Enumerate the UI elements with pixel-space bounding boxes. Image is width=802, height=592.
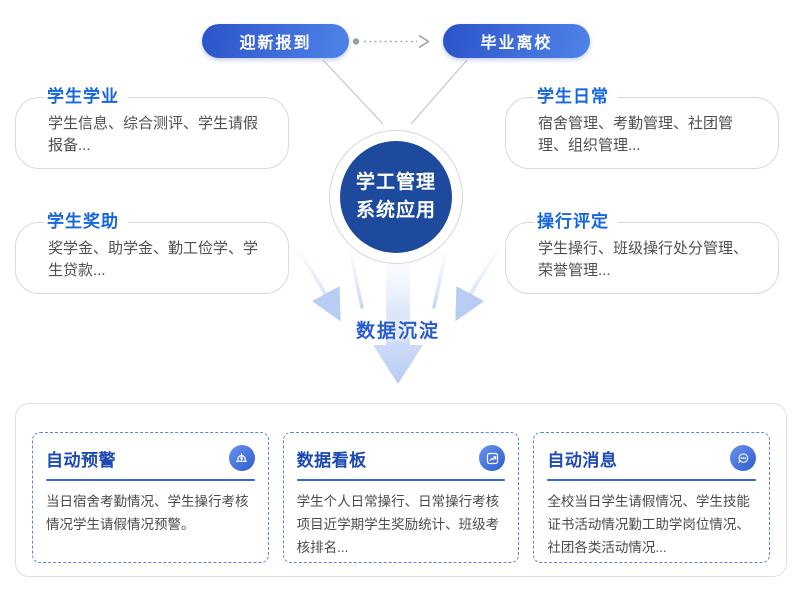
card-data-dashboard: 数据看板 学生个人日常操行、日常操行考核项目近学期学生奖励统计、班级考核排名..…: [282, 432, 520, 563]
data-sedimentation-label: 数据沉淀: [355, 321, 440, 342]
module-conduct-evaluation: 操行评定 学生操行、班级操行处分管理、荣誉管理...: [505, 212, 779, 294]
graduation-pill-label: 毕业离校: [480, 35, 553, 52]
center-system-circle: 学工管理 系统应用: [340, 141, 452, 253]
module-student-aid: 学生奖助 奖学金、助学金、勤工俭学、学生贷款...: [15, 212, 289, 294]
center-title-line2: 系统应用: [355, 200, 436, 221]
output-panel: 自动预警 当日宿舍考勤情况、学生操行考核情况学生请假情况预警。 数据看板: [15, 403, 787, 577]
card-desc: 学生个人日常操行、日常操行考核项目近学期学生奖励统计、班级考核排名...: [296, 494, 500, 556]
card-title: 数据看板: [296, 450, 367, 470]
module-title: 学生学业: [44, 87, 128, 107]
funnel-arc-left-inner: [349, 253, 364, 309]
message-icon: [730, 445, 757, 471]
module-title: 学生奖助: [44, 212, 128, 232]
graduation-pill-button[interactable]: 毕业离校: [443, 24, 590, 58]
funnel-arc-right-outer: [455, 247, 501, 322]
card-title: 自动消息: [547, 450, 618, 470]
funnel-arc-left-outer: [295, 247, 341, 322]
card-auto-alert: 自动预警 当日宿舍考勤情况、学生操行考核情况学生请假情况预警。: [32, 432, 269, 563]
module-title: 操行评定: [534, 212, 618, 232]
module-desc: 宿舍管理、考勤管理、社团管理、组织管理...: [538, 115, 734, 154]
dotted-arrow-icon: [352, 34, 430, 49]
funnel-arc-right-inner: [432, 253, 447, 309]
alarm-icon: [228, 445, 255, 471]
card-divider: [547, 479, 757, 481]
card-desc: 全校当日学生请假情况、学生技能证书活动情况勤工助学岗位情况、社团各类活动情况..…: [547, 494, 750, 556]
center-title-line1: 学工管理: [355, 172, 436, 193]
enrollment-pill-label: 迎新报到: [239, 35, 312, 52]
card-title: 自动预警: [46, 450, 116, 470]
chart-icon: [479, 445, 506, 471]
connector-right-line: [410, 59, 468, 125]
card-divider: [296, 479, 506, 481]
module-title: 学生日常: [534, 87, 618, 107]
module-desc: 奖学金、助学金、勤工俭学、学生贷款...: [48, 240, 259, 279]
card-divider: [46, 479, 255, 481]
module-student-daily: 学生日常 宿舍管理、考勤管理、社团管理、组织管理...: [505, 87, 779, 169]
connector-left-line: [322, 59, 384, 125]
enrollment-pill-button[interactable]: 迎新报到: [202, 24, 349, 58]
card-desc: 当日宿舍考勤情况、学生操行考核情况学生请假情况预警。: [46, 494, 249, 533]
module-desc: 学生信息、综合测评、学生请假报备...: [48, 115, 259, 154]
module-desc: 学生操行、班级操行处分管理、荣誉管理...: [538, 240, 749, 279]
module-student-academics: 学生学业 学生信息、综合测评、学生请假报备...: [15, 87, 289, 169]
card-auto-message: 自动消息 全校当日学生请假情况、学生技能证书活动情况勤工助学岗位情况、社团各类活…: [533, 432, 771, 563]
